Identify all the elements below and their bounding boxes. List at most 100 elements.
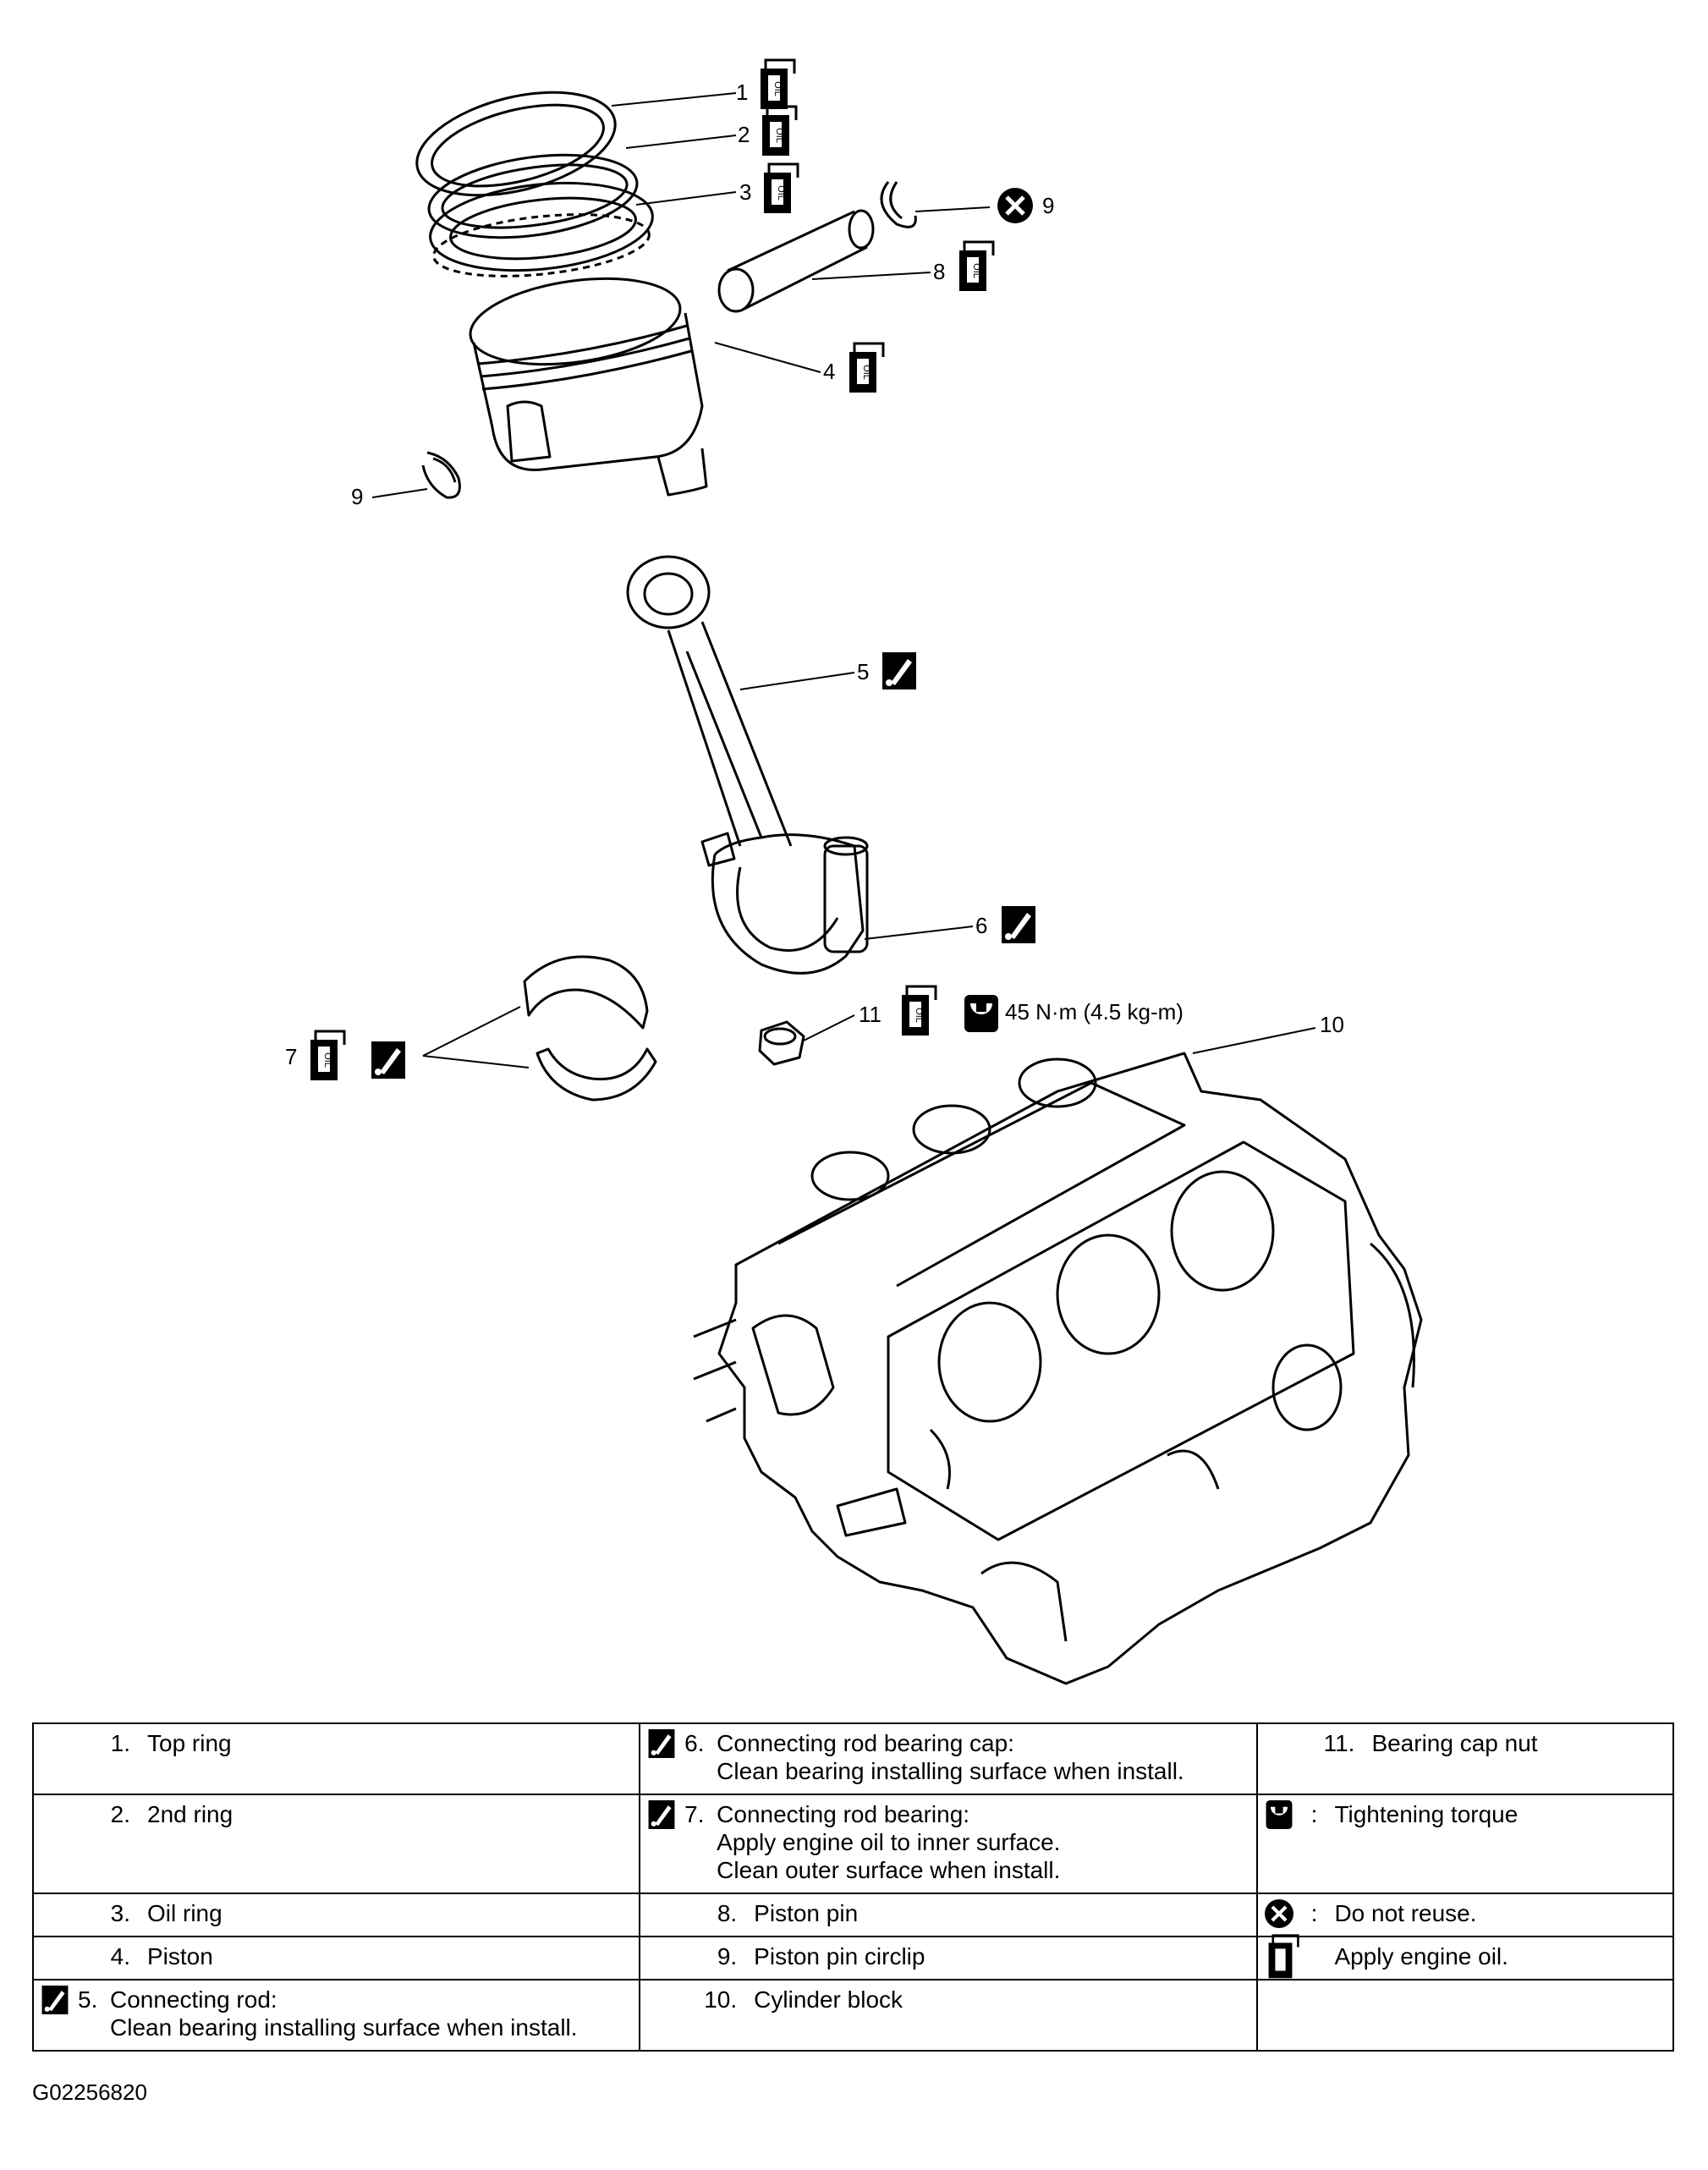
oil-can-icon: [958, 240, 995, 293]
legend-text-line: Cylinder block: [754, 1986, 903, 2013]
legend-cell: 5.Connecting rod:Clean bearing installin…: [31, 1979, 641, 2052]
oil-can-icon: [309, 1030, 346, 1082]
legend-entry: 5.Connecting rod:Clean bearing installin…: [41, 1985, 632, 2041]
legend-entry: 9. Piston pin circlip: [647, 1942, 1249, 1970]
callout-6: 6: [975, 913, 987, 938]
legend-text-line: Top ring: [147, 1730, 232, 1756]
legend-icon-slot: [41, 1899, 78, 1927]
legend-text-line: Clean bearing installing surface when in…: [110, 2014, 578, 2041]
clean-surface-icon: [647, 1728, 684, 1758]
legend-entry: 10. Cylinder block: [647, 1986, 1249, 2013]
legend-text-line: Do not reuse.: [1334, 1900, 1477, 1926]
callout-9-upper: 9: [1042, 193, 1054, 218]
legend-number: 7.: [684, 1801, 705, 1827]
legend-row: 1.Top ring 6.Connecting rod bearing cap:C…: [31, 1722, 1674, 1795]
clean-surface-icon: [41, 1985, 78, 2014]
legend-row: 5.Connecting rod:Clean bearing installin…: [31, 1979, 1674, 2052]
legend-text: Do not reuse.: [1334, 1899, 1666, 1927]
legend-entry: 8. Piston pin: [647, 1899, 1249, 1927]
callout-4: 4: [823, 359, 835, 384]
callout-10: 10: [1320, 1012, 1344, 1037]
legend-cell: : Tightening torque: [1256, 1794, 1674, 1894]
legend-text-line: Clean outer surface when install.: [717, 1857, 1061, 1883]
legend-cell: 4. Piston: [31, 1936, 641, 1980]
legend-number: 8.: [717, 1900, 738, 1926]
legend-text-line: Connecting rod bearing:: [717, 1801, 970, 1827]
legend-cell: 3.Oil ring: [31, 1893, 641, 1937]
do-not-reuse-icon: [997, 188, 1033, 223]
legend-text: Connecting rod bearing:Apply engine oil …: [717, 1800, 1249, 1884]
legend-text-line: Apply engine oil to inner surface.: [717, 1829, 1061, 1855]
legend-text: Connecting rod bearing cap:Clean bearing…: [717, 1729, 1249, 1785]
legend-icon-slot: [647, 1899, 684, 1927]
clean-surface-icon: [882, 652, 916, 689]
legend-entry: 4. Piston: [41, 1942, 632, 1970]
legend-cell: :Do not reuse.: [1256, 1893, 1674, 1937]
legend-entry: 1.Top ring: [41, 1729, 632, 1757]
legend-number: :: [1310, 1801, 1318, 1827]
legend-cell: 7. Connecting rod bearing:Apply engine oi…: [639, 1794, 1259, 1894]
legend-entry: [1265, 1986, 1666, 2013]
legend-row: 2. 2nd ring 7. Connecting rod bearing:Apply…: [31, 1794, 1674, 1894]
cylinder-block: [693, 1052, 1423, 1685]
legend-icon-slot: [1265, 1986, 1302, 2013]
legend-text-line: Piston: [147, 1943, 213, 1969]
legend-text-line: Piston pin: [754, 1900, 859, 1926]
legend-icon-slot: [1265, 1729, 1302, 1757]
legend-text: Tightening torque: [1334, 1800, 1666, 1828]
legend-entry: 11.Bearing cap nut: [1265, 1729, 1666, 1757]
leader-lines: [371, 92, 1316, 1069]
legend-entry: 6.Connecting rod bearing cap:Clean beari…: [647, 1728, 1249, 1785]
piston-pin: [717, 209, 875, 313]
legend-cell: 1.Top ring: [31, 1722, 641, 1795]
torque-icon: [1265, 1799, 1302, 1829]
legend-text: Piston pin circlip: [754, 1942, 1249, 1970]
oil-can-icon: [759, 58, 796, 111]
legend-text: 2nd ring: [147, 1800, 632, 1828]
connecting-rod: [626, 555, 869, 975]
legend-text-line: Apply engine oil.: [1334, 1943, 1508, 1969]
legend-cell: Apply engine oil.: [1256, 1933, 1674, 1980]
callout-5: 5: [857, 659, 869, 684]
legend-cell: [1256, 1979, 1674, 2052]
callout-2: 2: [738, 122, 750, 147]
legend-text: Piston: [147, 1942, 632, 1970]
legend-text: Top ring: [147, 1729, 632, 1757]
oil-can-icon: [761, 105, 798, 157]
legend-number: 4.: [110, 1943, 130, 1969]
bearing-cap-nut: [758, 1020, 805, 1066]
legend-row: 3.Oil ring 8. Piston pin :Do not reuse.: [31, 1893, 1674, 1937]
legend-row: 4. Piston 9. Piston pin circlip Apply engine…: [31, 1933, 1674, 1980]
legend-text-line: Tightening torque: [1334, 1801, 1519, 1827]
legend-icon-slot: [41, 1800, 78, 1828]
legend-number: 3.: [110, 1900, 130, 1926]
circlip-upper: [880, 181, 917, 228]
clean-surface-icon: [371, 1041, 405, 1079]
legend-number: 2.: [110, 1801, 130, 1827]
oil-ring: [429, 181, 654, 277]
legend-cell: 6.Connecting rod bearing cap:Clean beari…: [639, 1722, 1259, 1795]
legend-text-line: 2nd ring: [147, 1801, 233, 1827]
callout-7: 7: [285, 1044, 297, 1069]
clean-surface-icon: [1002, 906, 1035, 943]
do-not-reuse-icon: [1265, 1898, 1302, 1928]
legend-text-line: Connecting rod:: [110, 1986, 277, 2013]
torque-icon: [964, 995, 998, 1032]
legend-text-line: Piston pin circlip: [754, 1943, 925, 1969]
figure-code: G02256820: [32, 2079, 147, 2105]
legend-entry: 7. Connecting rod bearing:Apply engine oi…: [647, 1799, 1249, 1884]
legend-icon-slot: [41, 1942, 78, 1970]
oil-can-icon: [1265, 1933, 1302, 1978]
second-ring: [427, 153, 639, 239]
legend-cell: 11.Bearing cap nut: [1256, 1722, 1674, 1795]
legend-entry: 3.Oil ring: [41, 1899, 632, 1927]
exploded-view-diagram: OIL: [285, 58, 1423, 1685]
legend-text: Cylinder block: [754, 1986, 1249, 2013]
legend-icon-slot: [647, 1986, 684, 2013]
legend-number: 9.: [717, 1943, 738, 1969]
circlip-lower: [421, 451, 461, 499]
torque-spec: 45 N·m (4.5 kg-m): [1005, 999, 1184, 1025]
legend-number: 10.: [704, 1986, 738, 2013]
legend-icon-slot: [41, 1729, 78, 1757]
callout-3: 3: [739, 179, 751, 205]
